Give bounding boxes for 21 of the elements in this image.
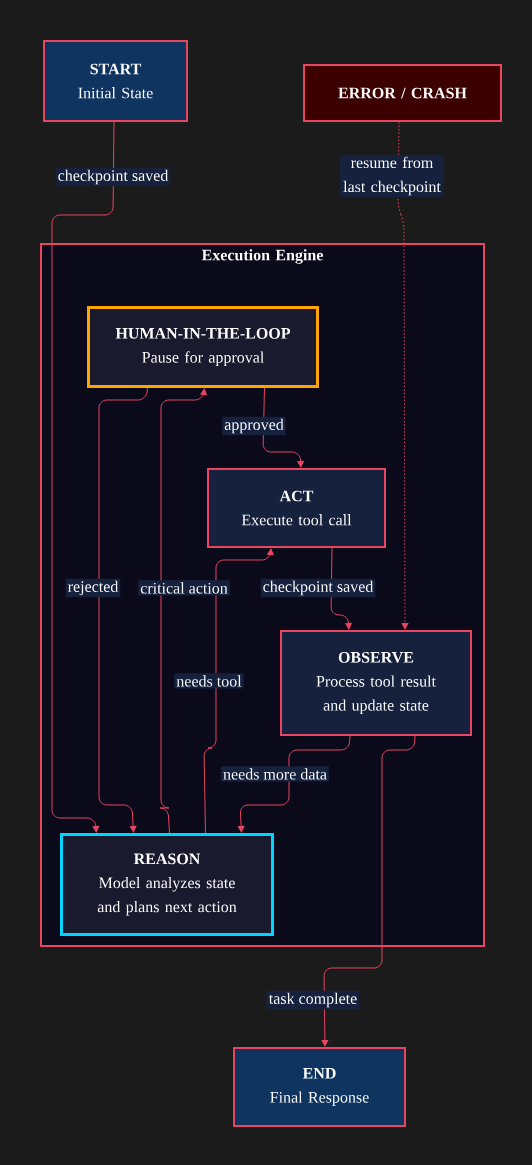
arrow — [397, 121, 409, 630]
process-box: REASON Model analyzes state and plans next action — [60, 833, 274, 936]
edge-label: needs tool — [174, 673, 244, 689]
arrow — [159, 388, 207, 834]
arrow — [51, 121, 115, 833]
error-box: ERROR / CRASH — [303, 64, 502, 122]
arrow — [262, 387, 304, 468]
edge-label: critical action — [138, 580, 230, 596]
arrow — [203, 548, 274, 834]
approval-box: HUMAN-IN-THE-LOOP Pause for approval — [87, 306, 319, 388]
arrow — [237, 735, 351, 833]
edge-label: needs more data — [221, 766, 329, 782]
end-box: END Final Response — [233, 1047, 406, 1127]
arrow — [98, 387, 148, 833]
process-box: ACT Execute tool call — [207, 468, 386, 548]
container-title: Execution Engine — [201, 249, 323, 264]
arrow — [321, 735, 416, 1047]
process-box: OBSERVE Process tool result and update state — [280, 630, 472, 736]
start-box: START Initial State — [43, 40, 188, 122]
arrow — [330, 547, 352, 630]
edge-label: resume from last checkpoint — [340, 154, 444, 198]
